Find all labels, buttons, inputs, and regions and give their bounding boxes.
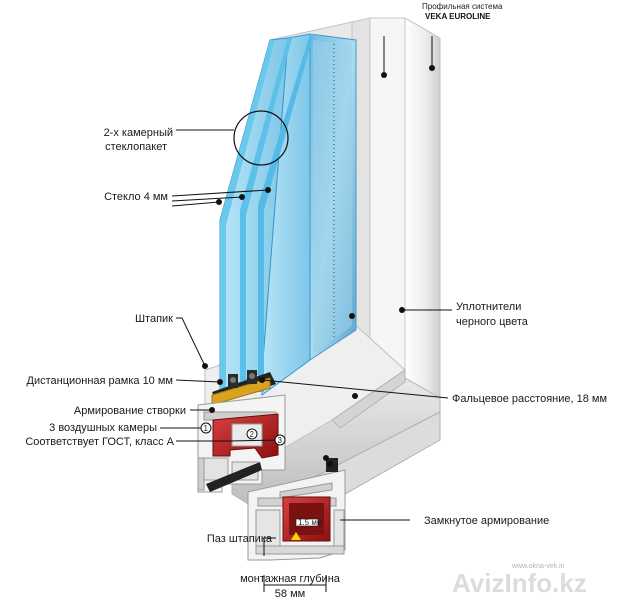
leader-lines — [160, 36, 452, 592]
glass-unit-label-line1: 2-х камерный — [104, 127, 173, 139]
sash-reinforcement-label: Армирование створки — [74, 405, 186, 417]
watermark-small-text: www.okna-vek.in — [511, 563, 565, 570]
air-chamber-markers: 1 2 3 — [200, 422, 286, 446]
callout-labels: Профильная система VEKA EUROLINE 2-х кам… — [25, 2, 607, 600]
system-name: VEKA EUROLINE — [425, 12, 491, 21]
chamber-1-label: 1 — [204, 424, 209, 433]
rebate-distance-label: Фальцевое расстояние, 18 мм — [452, 393, 607, 405]
glass-unit — [219, 33, 357, 396]
leader-dots — [202, 65, 435, 467]
mounting-depth-label-line1: монтажная глубина — [240, 573, 341, 585]
glass-unit-zoom-circle — [233, 110, 289, 166]
gost-label: Соответствует ГОСТ, класс А — [25, 436, 174, 448]
sash-cross-section — [197, 394, 286, 493]
glass-unit-label-line2: стеклопакет — [105, 141, 167, 153]
steel-thickness-label: 1.5 мм — [298, 518, 322, 527]
spacer-frame-label: Дистанционная рамка 10 мм — [27, 375, 174, 387]
mounting-depth-label-line2: 58 мм — [275, 588, 305, 600]
watermark-text: AvizInfo.kz — [452, 568, 587, 598]
chamber-3-label: 3 — [278, 436, 283, 445]
chamber-2-label: 2 — [250, 430, 255, 439]
closed-reinforcement-label: Замкнутое армирование — [424, 515, 549, 527]
bead-groove-label: Паз штапика — [207, 533, 273, 545]
outer-frame — [231, 17, 441, 531]
glass-thickness-label: Стекло 4 мм — [104, 191, 168, 203]
air-chambers-label: 3 воздушных камеры — [49, 422, 157, 434]
seals-label-line1: Уплотнители — [456, 301, 521, 313]
glazing-bead-label: Штапик — [135, 313, 173, 325]
system-caption: Профильная система — [422, 2, 503, 11]
seals-label-line2: черного цвета — [456, 316, 529, 328]
